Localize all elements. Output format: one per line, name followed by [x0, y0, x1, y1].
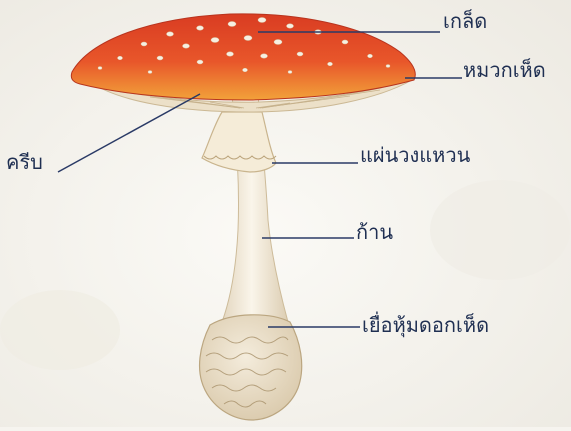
label-stalk: ก้าน	[356, 220, 393, 244]
label-gills: ครีบ	[6, 150, 43, 174]
volva	[200, 315, 302, 420]
label-cap: หมวกเห็ด	[463, 58, 546, 82]
label-ring: แผ่นวงแหวน	[360, 143, 470, 167]
label-volva: เยื่อหุ้มดอกเห็ด	[362, 313, 489, 337]
label-scales: เกล็ด	[443, 9, 487, 33]
